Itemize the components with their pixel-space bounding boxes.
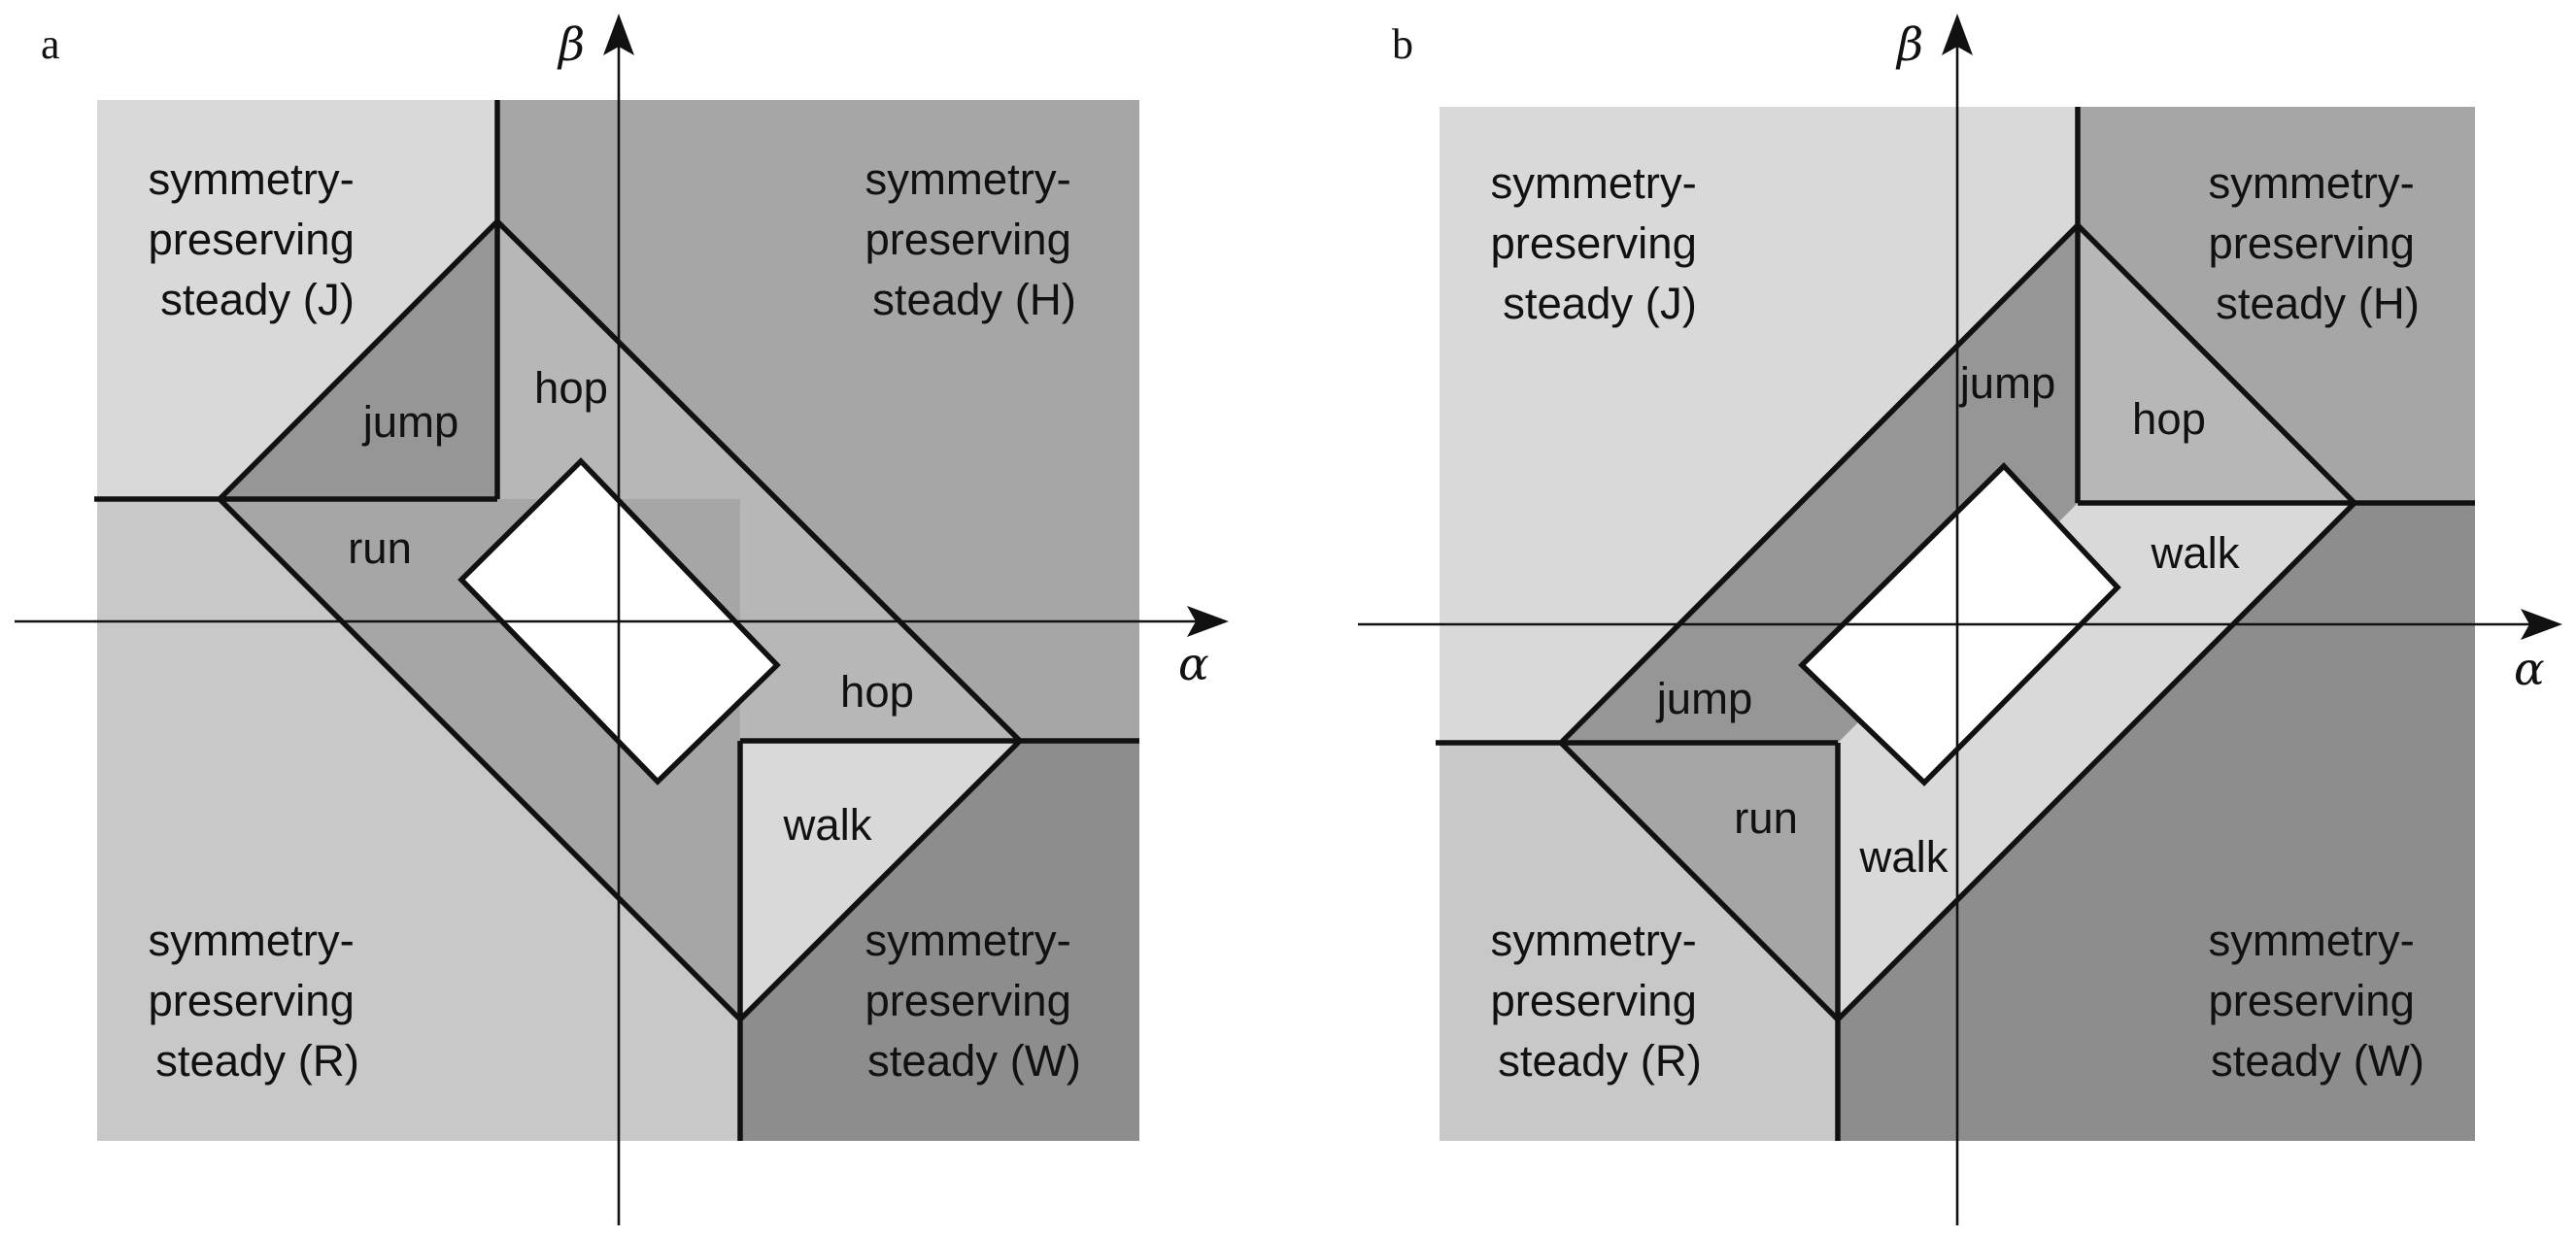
jump-lower-label: jump (1655, 674, 1753, 723)
beta-axis-label: β (1895, 18, 1923, 72)
beta-axis-arrowhead (1942, 14, 1973, 55)
hop-upper-label: hop (534, 363, 608, 413)
jump-label: jump (361, 397, 459, 447)
walk-lower-label: walk (1858, 832, 1948, 882)
alpha-axis-arrowhead (2521, 609, 2562, 640)
region-boundaries (94, 100, 1139, 1141)
hop-label: hop (2132, 394, 2206, 444)
walk-label: walk (782, 800, 871, 850)
beta-axis-arrowhead (603, 14, 634, 55)
steady-r-label: symmetry- preserving steady (R) (148, 916, 366, 1086)
steady-h-label: symmetry- preserving steady (H) (2208, 158, 2426, 328)
panel-b: b α β symmetry- preserving steady (J) sy… (1358, 14, 2562, 1225)
panel-letter-a: a (41, 20, 60, 68)
panel-letter-b: b (1392, 20, 1413, 68)
alpha-axis-label: α (2514, 643, 2545, 696)
panel-a: a α β symmetry- preserving steady (J) sy… (15, 14, 1229, 1225)
steady-w-label: symmetry- preserving steady (W) (2208, 916, 2426, 1086)
run-label: run (348, 523, 412, 573)
run-label: run (1734, 793, 1798, 843)
steady-h-label: symmetry- preserving steady (H) (864, 154, 1083, 324)
jump-upper-label: jump (1958, 358, 2056, 408)
beta-axis-label: β (557, 18, 585, 72)
steady-j-label: symmetry- preserving steady (J) (1490, 158, 1709, 328)
steady-j-label: symmetry- preserving steady (J) (148, 154, 366, 324)
steady-w-label: symmetry- preserving steady (W) (864, 916, 1083, 1086)
region-boundaries (1436, 107, 2475, 1141)
alpha-axis-label: α (1178, 638, 1209, 691)
hop-lower-label: hop (840, 667, 914, 717)
alpha-axis-arrowhead (1187, 606, 1229, 637)
walk-upper-label: walk (2150, 528, 2239, 578)
steady-r-label: symmetry- preserving steady (R) (1490, 916, 1709, 1086)
